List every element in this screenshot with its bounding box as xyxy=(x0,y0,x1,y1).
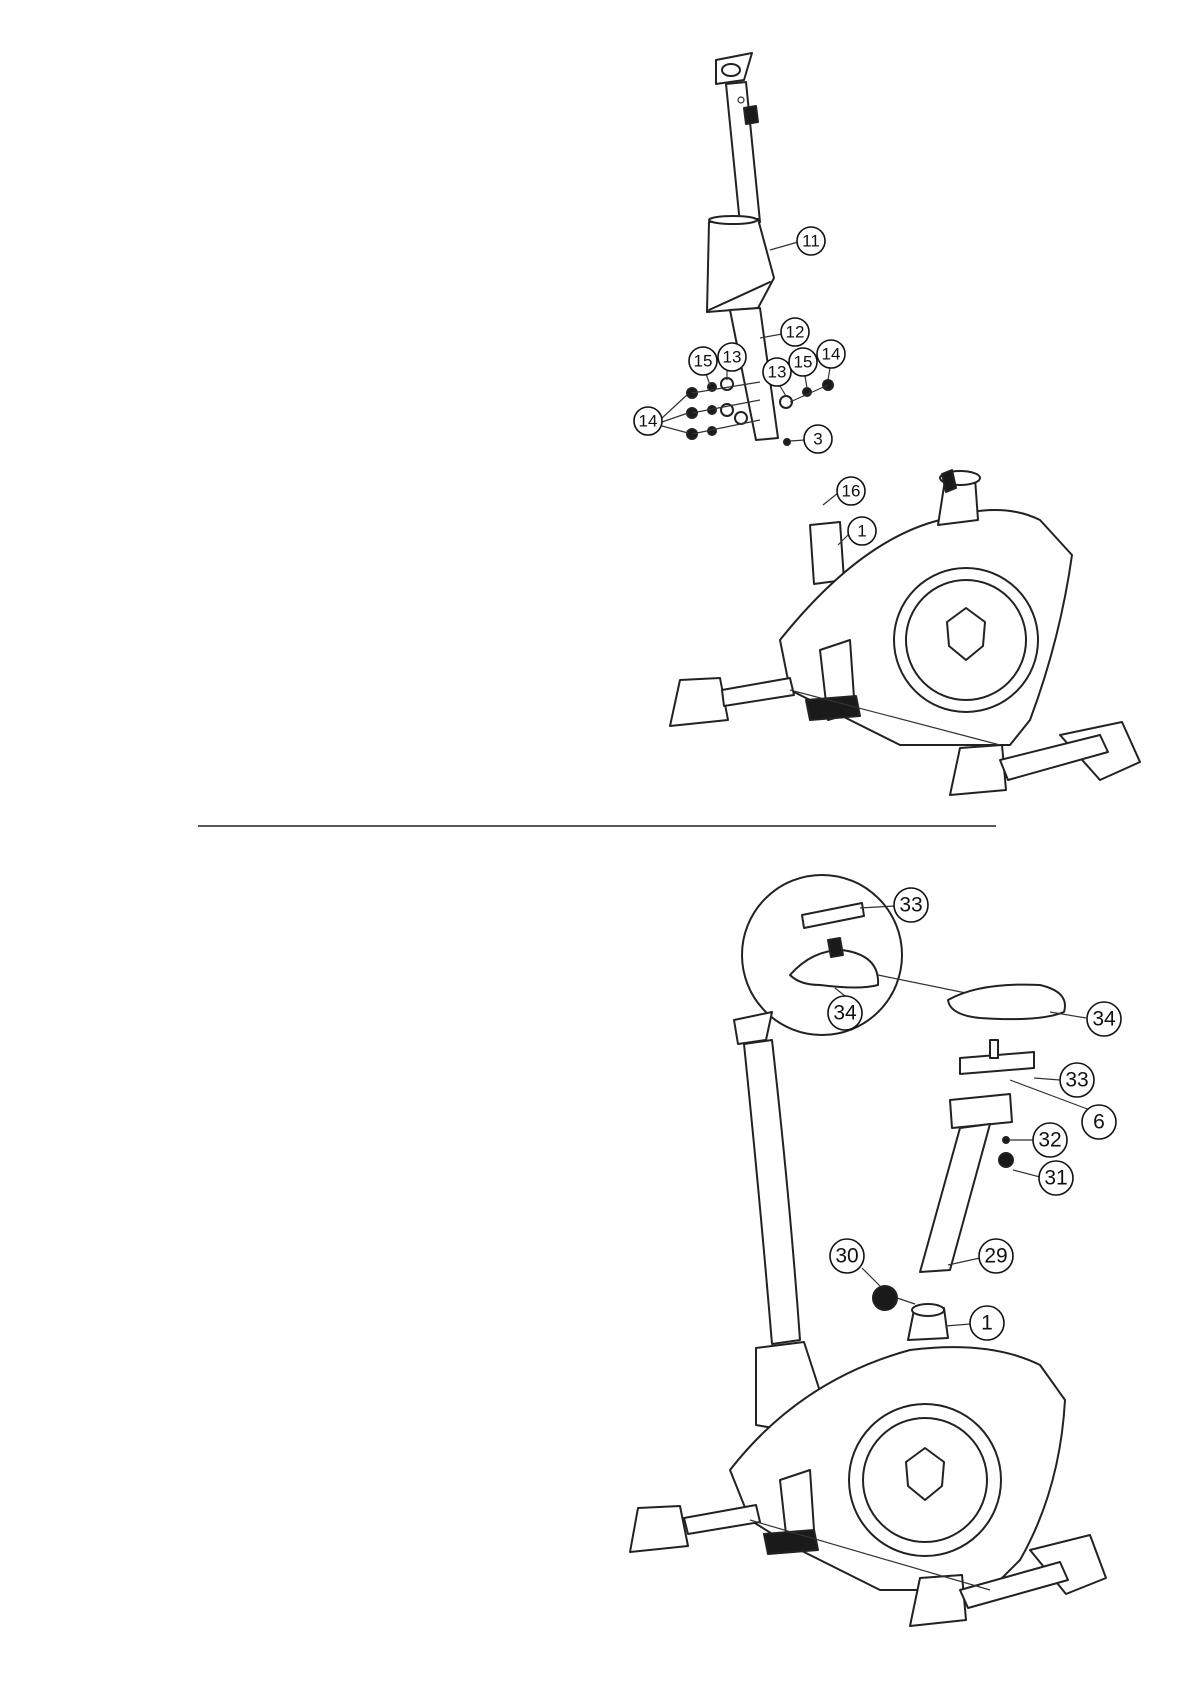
callout-1-step2: 1 xyxy=(946,1306,1004,1340)
svg-text:33: 33 xyxy=(1065,1069,1088,1092)
callout-6: 6 xyxy=(1082,1105,1116,1139)
saddle xyxy=(948,985,1065,1020)
callout-1-step1: 1 xyxy=(838,517,876,545)
svg-text:16: 16 xyxy=(842,482,861,501)
svg-text:34: 34 xyxy=(833,1002,857,1025)
svg-text:6: 6 xyxy=(1093,1111,1105,1134)
svg-text:29: 29 xyxy=(984,1245,1007,1268)
callout-32: 32 xyxy=(1010,1123,1067,1157)
callout-31: 31 xyxy=(1013,1161,1073,1195)
callout-30: 30 xyxy=(830,1239,880,1286)
callout-15-right: 15 xyxy=(789,348,817,388)
svg-text:1: 1 xyxy=(857,522,866,541)
knob-30 xyxy=(873,1286,915,1310)
svg-text:1: 1 xyxy=(981,1312,993,1335)
callout-markers: 11 12 13 15 13 15 14 xyxy=(634,227,1121,1340)
svg-text:30: 30 xyxy=(835,1245,858,1268)
callout-11: 11 xyxy=(770,227,825,255)
callout-14-left: 14 xyxy=(634,394,688,435)
svg-text:11: 11 xyxy=(802,232,820,251)
bike-frame-step2 xyxy=(630,1304,1106,1626)
callout-16: 16 xyxy=(823,477,865,505)
svg-text:3: 3 xyxy=(813,430,822,449)
svg-text:15: 15 xyxy=(694,352,713,371)
callout-13-left: 13 xyxy=(718,343,746,380)
callout-14-right: 14 xyxy=(817,340,845,380)
svg-text:12: 12 xyxy=(786,323,805,342)
svg-text:33: 33 xyxy=(899,894,922,917)
callout-15-left: 15 xyxy=(689,347,717,385)
handlebar-post-step2 xyxy=(734,1012,826,1432)
step1-illustration xyxy=(670,53,1140,795)
callout-12: 12 xyxy=(760,318,809,346)
callout-3: 3 xyxy=(790,425,832,453)
bike-frame-step1 xyxy=(670,470,1140,795)
svg-text:31: 31 xyxy=(1044,1167,1067,1190)
svg-text:14: 14 xyxy=(822,345,841,364)
svg-text:13: 13 xyxy=(723,348,742,367)
svg-text:15: 15 xyxy=(794,353,813,372)
svg-text:32: 32 xyxy=(1038,1129,1061,1152)
svg-text:34: 34 xyxy=(1092,1008,1116,1031)
svg-text:13: 13 xyxy=(768,363,787,382)
svg-text:14: 14 xyxy=(639,412,658,431)
step2-illustration xyxy=(630,875,1106,1626)
